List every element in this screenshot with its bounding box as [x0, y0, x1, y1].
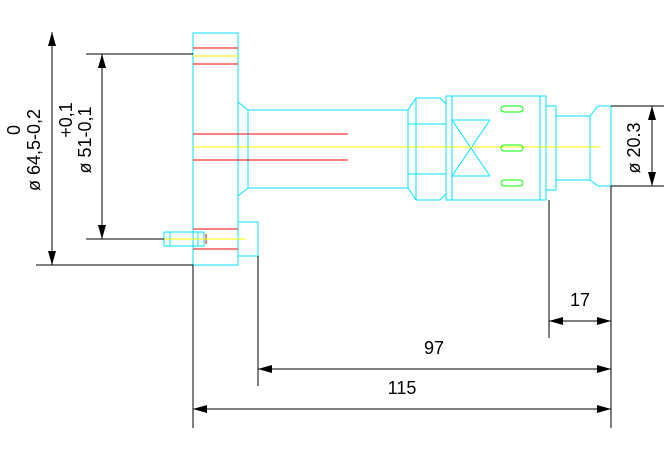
- thread-lines: [193, 47, 348, 250]
- body: [445, 95, 547, 201]
- dim-length-97: 97: [424, 338, 444, 358]
- body-step: [546, 105, 557, 191]
- centerlines: [160, 55, 600, 240]
- dim-outer-diameter: ø 64,5-0,2: [24, 109, 44, 191]
- body-inner: [451, 96, 541, 200]
- arrowheads: [48, 32, 656, 413]
- shaft: [248, 109, 408, 189]
- dim-outer-tol-upper: 0: [4, 125, 24, 135]
- dimension-lines: [36, 32, 664, 428]
- x-mark: [451, 119, 491, 177]
- flange: [192, 32, 239, 266]
- nozzle: [556, 105, 612, 187]
- dim-inner-tol-upper: +0,1: [56, 102, 76, 138]
- part-outline: [163, 32, 612, 266]
- dim-inner-diameter: ø 51-0,1: [75, 106, 95, 173]
- dim-nozzle-diameter: ø 20.3: [624, 122, 644, 173]
- flange-chamfer: [237, 101, 249, 197]
- slots: [500, 105, 524, 187]
- hex-nut: [407, 97, 447, 201]
- hex-nut-face: [408, 98, 446, 200]
- dim-length-115: 115: [388, 378, 417, 398]
- dim-length-17: 17: [570, 290, 590, 310]
